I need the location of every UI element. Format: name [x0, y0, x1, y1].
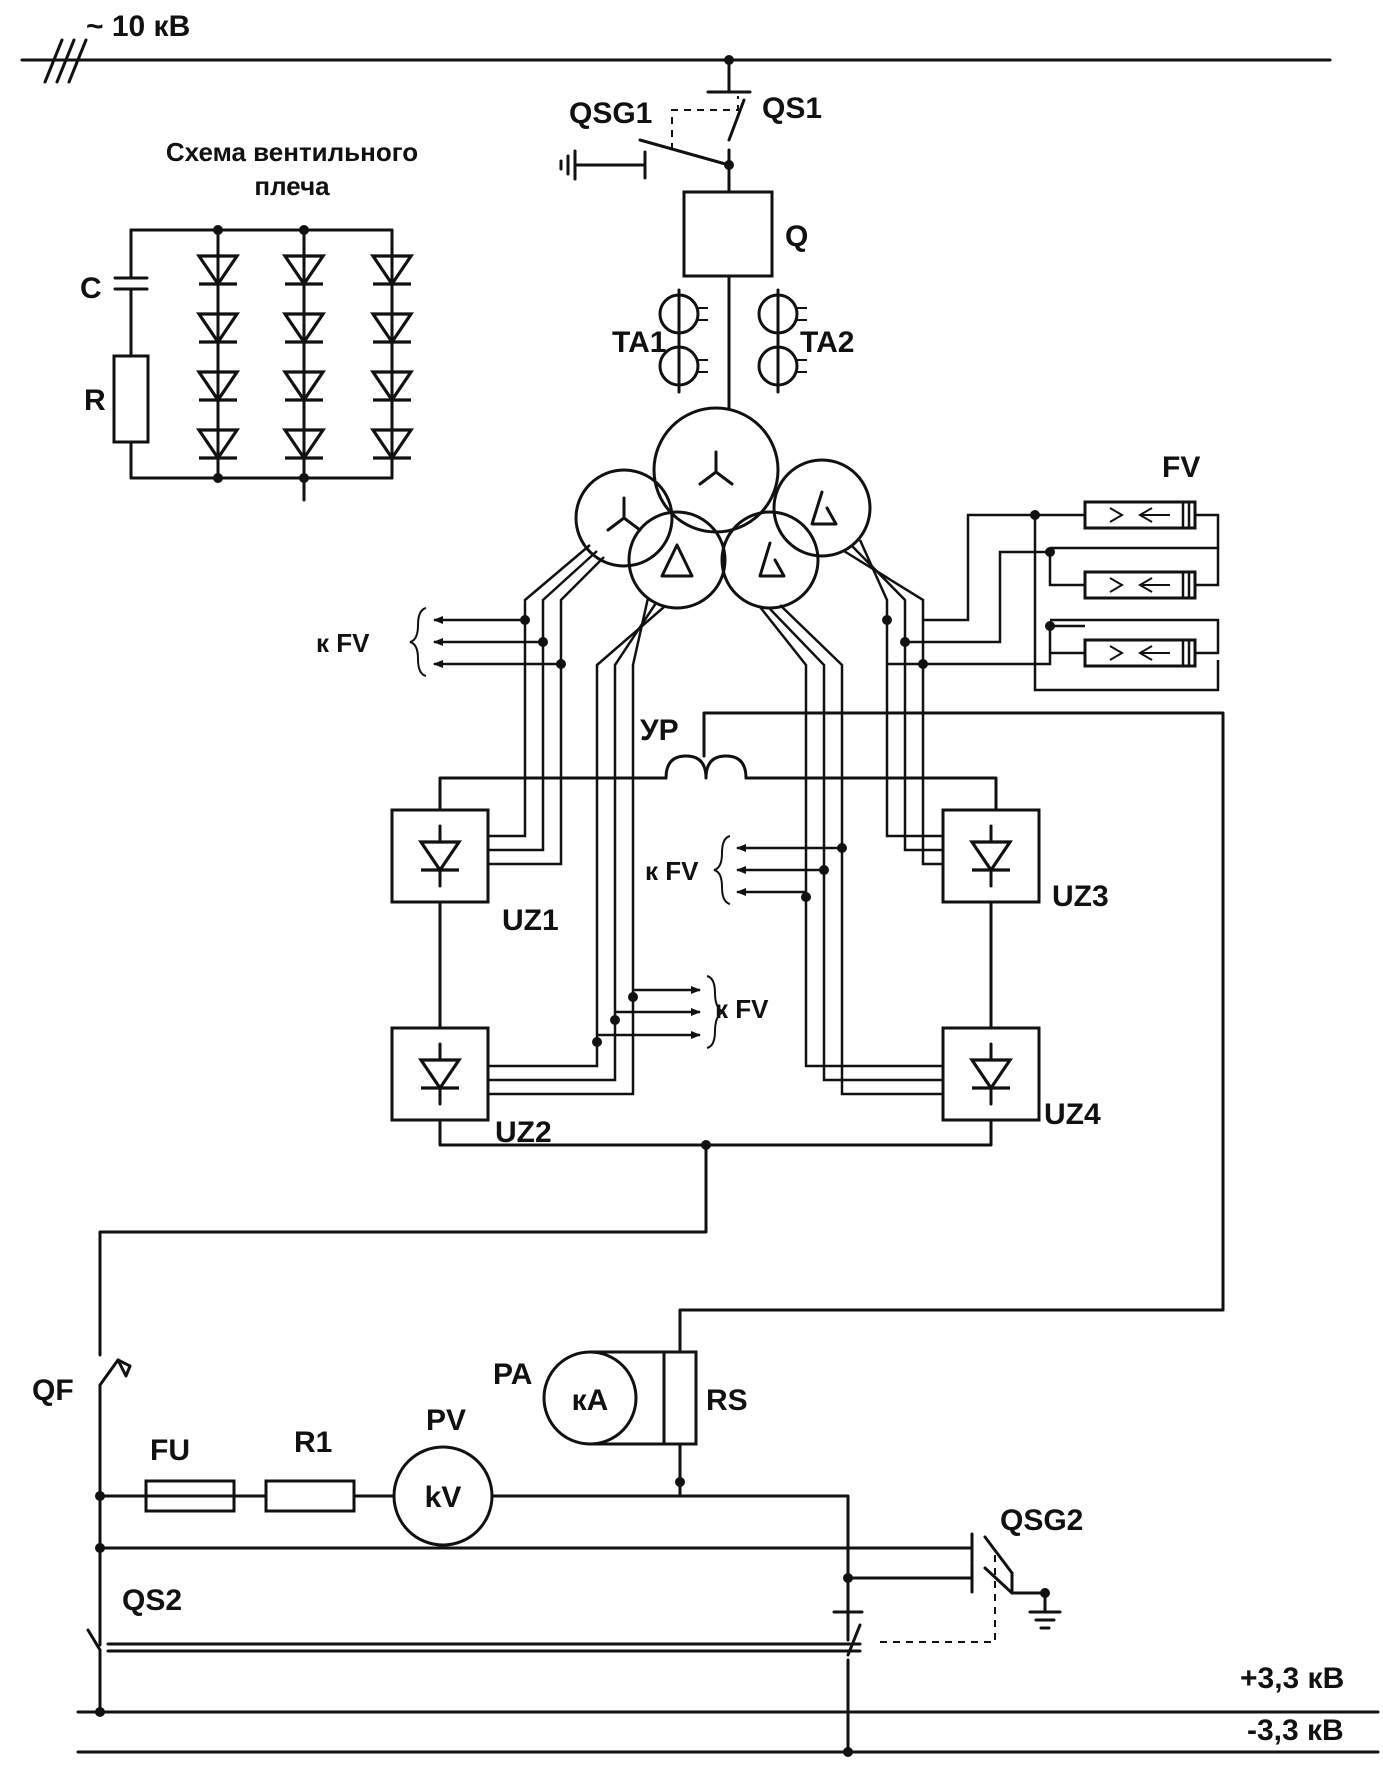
uz4-label: UZ4	[1044, 1098, 1101, 1131]
to-fv-left: к FV	[316, 607, 561, 677]
minus-bus-label: -3,3 кВ	[1247, 1714, 1344, 1747]
current-transformer-ta2: TA2	[757, 288, 854, 394]
star-symbol-secondary	[606, 496, 642, 532]
bridge-uz2: UZ2	[390, 1026, 552, 1149]
to-fv-label-3: к FV	[715, 994, 769, 1024]
breaker-qf: QF	[32, 1358, 132, 1644]
secondary-leads	[488, 539, 943, 1096]
uz3-label: UZ3	[1052, 880, 1109, 913]
to-fv-lower: к FV	[597, 975, 769, 1049]
bridge-uz1: UZ1	[390, 808, 559, 937]
delta-symbol-1	[660, 543, 694, 578]
reactor-label: УР	[640, 714, 679, 747]
ammeter-unit: кА	[572, 1384, 609, 1417]
valve-arm-inset: Схема вентильного плеча C R	[80, 137, 418, 502]
capacitor-label: C	[80, 272, 102, 305]
qs2-label: QS2	[122, 1584, 182, 1617]
disconnector-qs2: QS2	[86, 1584, 862, 1757]
earthing-switch-qsg1: QSG1	[559, 96, 739, 181]
ta2-label: TA2	[800, 326, 854, 359]
plus-bus-label: +3,3 кВ	[1240, 1662, 1344, 1695]
arrester-1	[1083, 500, 1220, 548]
qs1-label: QS1	[762, 92, 822, 125]
main-transformer	[574, 406, 872, 610]
supply-label: ~ 10 кВ	[86, 10, 190, 43]
to-fv-center: к FV	[645, 835, 842, 905]
fuse-fu: FU	[98, 1434, 236, 1513]
pv-label: PV	[426, 1404, 466, 1437]
fv-label: FV	[1162, 451, 1200, 484]
r1-label: R1	[294, 1426, 332, 1459]
delta-symbol-2	[758, 541, 786, 578]
bridge-series-links	[98, 900, 993, 1357]
inset-title-line1: Схема вентильного	[166, 137, 418, 167]
rs-label: RS	[706, 1384, 748, 1417]
resistor-r1: R1	[232, 1426, 396, 1513]
surge-arresters-fv: FV	[887, 451, 1220, 692]
star-symbol-primary	[698, 450, 734, 486]
arrester-3	[1050, 618, 1220, 668]
arrester-2	[1050, 546, 1220, 600]
voltmeter-pv: kV PV	[392, 1404, 850, 1612]
qsg1-label: QSG1	[569, 97, 652, 130]
disconnector-qs1: QS1	[706, 58, 822, 194]
bridge-uz3: UZ3	[941, 808, 1109, 913]
ammeter-shunt: кА PA RS	[493, 1350, 748, 1498]
inset-title-line2: плеча	[254, 171, 330, 201]
to-fv-label-1: к FV	[316, 628, 370, 658]
qf-label: QF	[32, 1374, 74, 1407]
smoothing-reactor: УР	[438, 711, 1225, 1354]
bridge-uz4: UZ4	[941, 1026, 1101, 1131]
qsg2-label: QSG2	[1000, 1504, 1083, 1537]
q-label: Q	[785, 220, 808, 253]
resistor-label: R	[84, 384, 106, 417]
hv-bus: ~ 10 кВ	[20, 10, 1332, 84]
ta1-label: TA1	[612, 326, 666, 359]
fu-label: FU	[150, 1434, 190, 1467]
current-transformer-ta1: TA1	[612, 288, 708, 394]
voltmeter-unit: kV	[425, 1481, 462, 1514]
pa-label: PA	[493, 1358, 532, 1391]
circuit-breaker-q: Q	[682, 190, 808, 410]
uz1-label: UZ1	[502, 904, 559, 937]
delta-symbol-3	[810, 490, 838, 526]
dc-output-buses: +3,3 кВ -3,3 кВ	[76, 1662, 1380, 1754]
earthing-switch-qsg2: QSG2	[98, 1504, 1083, 1643]
to-fv-label-2: к FV	[645, 856, 699, 886]
